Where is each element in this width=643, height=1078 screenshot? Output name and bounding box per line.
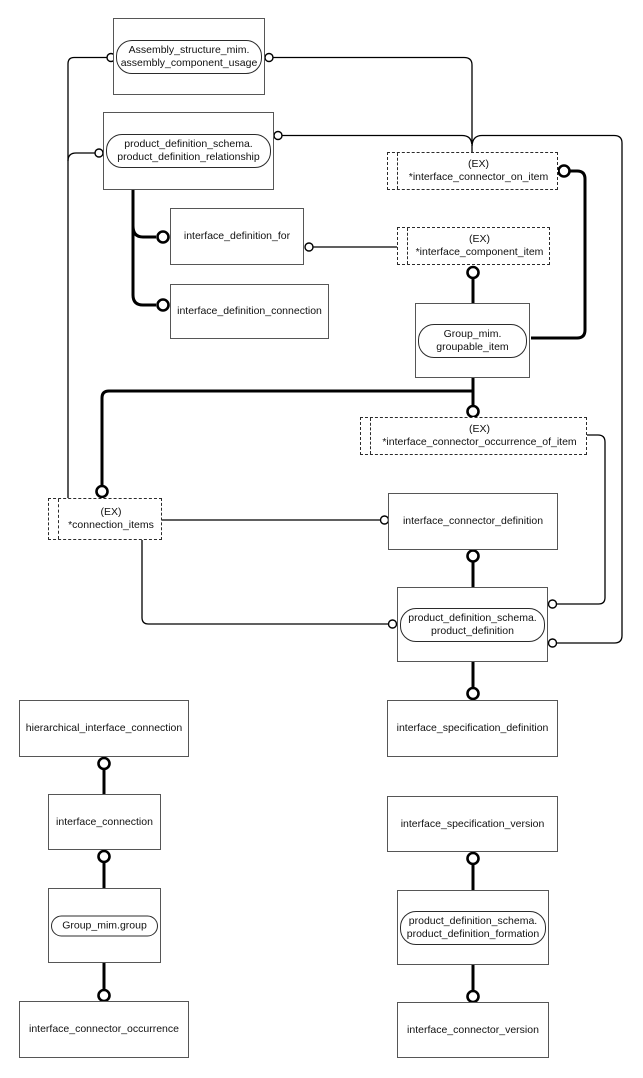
node-label: Group_mim. bbox=[443, 327, 502, 340]
node-label: interface_definition_for bbox=[183, 230, 291, 242]
node-label: product_definition_relationship bbox=[117, 151, 260, 163]
relationship-circle bbox=[94, 148, 104, 158]
node-label: interface_specification_version bbox=[400, 817, 545, 830]
node-interface-specification-definition: interface_specification_definition bbox=[387, 700, 558, 757]
line-connection-items-to-product-definition bbox=[141, 540, 389, 625]
relationship-circle bbox=[387, 619, 398, 629]
line-relationship-to-definition-connection bbox=[131, 189, 156, 307]
node-label: *interface_component_item bbox=[415, 246, 544, 258]
extensible-tag: (EX) bbox=[469, 423, 490, 435]
supertype-circle bbox=[557, 164, 571, 178]
interschema-reference: Group_mim.group bbox=[51, 915, 158, 936]
interschema-reference: product_definition_schema. product_defin… bbox=[106, 134, 271, 168]
node-groupable-item: Group_mim. groupable_item bbox=[415, 303, 530, 378]
node-interface-connection: interface_connection bbox=[48, 794, 161, 850]
supertype-circle bbox=[466, 549, 480, 563]
supertype-circle bbox=[156, 298, 170, 312]
node-label: hierarchical_interface_connection bbox=[25, 722, 183, 734]
node-interface-connector-version: interface_connector_version bbox=[397, 1002, 549, 1058]
node-label: Group_mim.group bbox=[62, 919, 147, 931]
interschema-reference: Assembly_structure_mim. assembly_compone… bbox=[116, 39, 262, 74]
select-interface-connector-on-item: (EX) *interface_connector_on_item bbox=[387, 152, 558, 190]
relationship-circle bbox=[273, 130, 283, 141]
node-group-mim-group: Group_mim.group bbox=[48, 888, 161, 963]
relationship-circle bbox=[264, 52, 274, 63]
extensible-tag: (EX) bbox=[468, 158, 489, 170]
line-relationship-to-left-trunk bbox=[67, 152, 95, 162]
thick-circles bbox=[95, 164, 571, 1004]
node-product-definition: product_definition_schema. product_defin… bbox=[397, 587, 548, 662]
node-label: Assembly_structure_mim. bbox=[128, 43, 250, 56]
extensible-tag: (EX) bbox=[100, 506, 122, 518]
select-interface-component-item: (EX) *interface_component_item bbox=[397, 227, 550, 265]
supertype-circle bbox=[97, 756, 111, 771]
node-label: *connection_items bbox=[68, 519, 154, 531]
node-label: *interface_connector_on_item bbox=[408, 171, 549, 183]
supertype-circle bbox=[95, 484, 109, 499]
node-label: interface_connector_occurrence bbox=[28, 1023, 179, 1035]
interschema-reference: product_definition_schema. product_defin… bbox=[400, 910, 546, 945]
node-hierarchical-interface-connection: hierarchical_interface_connection bbox=[19, 700, 189, 757]
node-interface-definition-for: interface_definition_for bbox=[170, 208, 304, 265]
node-label: interface_connector_definition bbox=[402, 515, 544, 527]
node-label: product_definition bbox=[431, 624, 514, 637]
supertype-circle bbox=[97, 988, 111, 1003]
node-assembly-component-usage: Assembly_structure_mim. assembly_compone… bbox=[113, 18, 265, 95]
extensible-tag: (EX) bbox=[469, 233, 490, 245]
relationship-circle bbox=[547, 599, 558, 609]
node-interface-connector-definition: interface_connector_definition bbox=[388, 493, 558, 550]
supertype-circle bbox=[466, 404, 480, 419]
node-product-definition-formation: product_definition_schema. product_defin… bbox=[397, 890, 549, 965]
supertype-circle bbox=[97, 849, 111, 864]
line-on-item-merge-to-product-definition bbox=[471, 134, 623, 644]
line-occurrence-of-item-to-product-definition bbox=[556, 434, 606, 605]
line-groupable-to-connection-items bbox=[100, 389, 473, 492]
line-relationship-to-definition-for bbox=[131, 225, 156, 239]
select-interface-connector-occurrence-of-item: (EX) *interface_connector_occurrence_of_… bbox=[360, 417, 587, 455]
select-connection-items: (EX) *connection_items bbox=[48, 498, 162, 540]
line-assembly-to-connection-items bbox=[67, 56, 107, 499]
interschema-reference: product_definition_schema. product_defin… bbox=[400, 607, 545, 642]
node-label: product_definition_schema. bbox=[124, 138, 253, 150]
node-label: assembly_component_usage bbox=[120, 56, 258, 69]
node-label: interface_definition_connection bbox=[177, 305, 322, 317]
supertype-circle bbox=[466, 989, 480, 1004]
interschema-reference: Group_mim. groupable_item bbox=[418, 323, 527, 358]
node-label: interface_specification_definition bbox=[396, 722, 549, 734]
node-interface-definition-connection: interface_definition_connection bbox=[170, 284, 329, 339]
relationship-circle bbox=[547, 638, 558, 648]
relationship-circle bbox=[304, 242, 314, 252]
node-label: *interface_connector_occurrence_of_item bbox=[382, 436, 577, 448]
line-on-item-to-groupable bbox=[531, 169, 587, 340]
line-relationship-to-on-item bbox=[282, 134, 473, 145]
node-label: product_definition_schema. bbox=[408, 611, 537, 624]
node-product-definition-relationship: product_definition_schema. product_defin… bbox=[103, 112, 274, 190]
node-label: product_definition_schema. bbox=[408, 914, 538, 927]
supertype-circle bbox=[156, 230, 170, 244]
node-label: product_definition_formation bbox=[406, 927, 540, 940]
node-interface-connector-occurrence: interface_connector_occurrence bbox=[19, 1001, 189, 1058]
supertype-circle bbox=[466, 851, 480, 866]
node-label: groupable_item bbox=[436, 340, 509, 353]
line-assembly-to-on-item bbox=[273, 56, 473, 153]
thin-connectors bbox=[67, 56, 623, 644]
node-interface-specification-version: interface_specification_version bbox=[387, 796, 558, 852]
supertype-circle bbox=[466, 265, 480, 280]
node-label: interface_connection bbox=[56, 815, 153, 828]
supertype-circle bbox=[466, 686, 480, 701]
node-label: interface_connector_version bbox=[407, 1023, 539, 1036]
